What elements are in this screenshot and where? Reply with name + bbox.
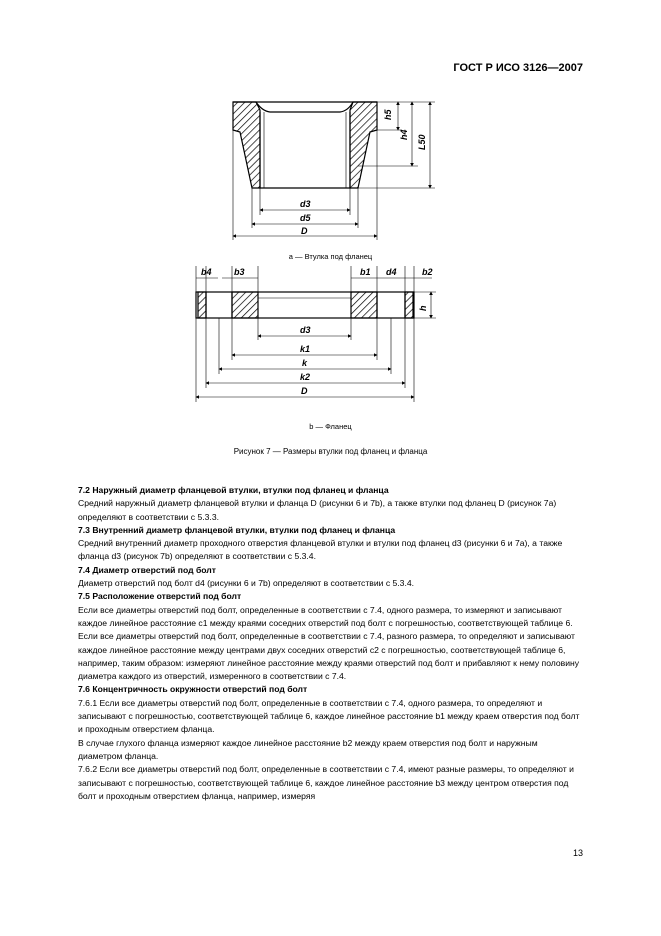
figure-b-flange [195,266,436,402]
section-heading: 7.4 Диаметр отверстий под болт [78,564,216,575]
section-heading: 7.2 Наружный диаметр фланцевой втулки, в… [78,485,389,495]
label-b-b2: b2 [422,267,433,277]
body-text: 7.2 Наружный диаметр фланцевой втулки, в… [78,484,583,803]
label-b-h: h [418,305,428,311]
section-heading: 7.5 Расположение отверстий под болт [78,591,242,602]
section-paragraph: Диаметр отверстий под болт d4 (рисунки 6… [78,578,415,589]
label-a-L50: L50 [417,134,427,150]
caption-figure-a: a — Втулка под фланец [288,252,373,261]
label-a-h4: h4 [399,129,409,140]
section-paragraph: Средний наружный диаметр фланцевой втулк… [78,498,557,522]
section-paragraph: Если все диаметры отверстий под болт, оп… [78,631,580,682]
standard-header: ГОСТ Р ИСО 3126—2007 [453,62,583,74]
label-b-b4: b4 [201,267,212,277]
label-a-d3: d3 [300,199,311,209]
label-b-d4: d4 [386,267,397,277]
section-paragraph: 7.6.2 Если все диаметры отверстий под бо… [78,764,574,801]
label-a-D: D [301,226,308,236]
label-b-b1: b1 [360,267,371,277]
section-paragraph: Средний внутренний диаметр проходного от… [78,538,563,562]
label-a-d5: d5 [300,213,311,223]
section-paragraph: Если все диаметры отверстий под болт, оп… [78,604,573,628]
figure-caption: Рисунок 7 — Размеры втулки под фланец и … [233,447,428,456]
label-b-d3: d3 [300,325,311,335]
label-b-D: D [301,386,308,396]
label-b-k: k [302,358,308,368]
section-heading: 7.6 Концентричность окружности отверстий… [78,684,308,695]
label-b-k1: k1 [300,344,310,354]
label-b-k2: k2 [300,372,310,382]
label-a-h5: h5 [383,109,393,120]
section-paragraph: В случае глухого фланца измеряют каждое … [78,737,538,761]
section-heading: 7.3 Внутренний диаметр фланцевой втулки,… [78,524,396,535]
figure-a-stub [232,101,435,240]
label-b-b3: b3 [234,267,245,277]
section-paragraph: 7.6.1 Если все диаметры отверстий под бо… [78,697,580,735]
figure-7-drawing: d3 d5 D h5 h4 L50 [195,101,436,402]
page-number: 13 [572,848,583,858]
caption-figure-b: b — Фланец [309,422,352,431]
